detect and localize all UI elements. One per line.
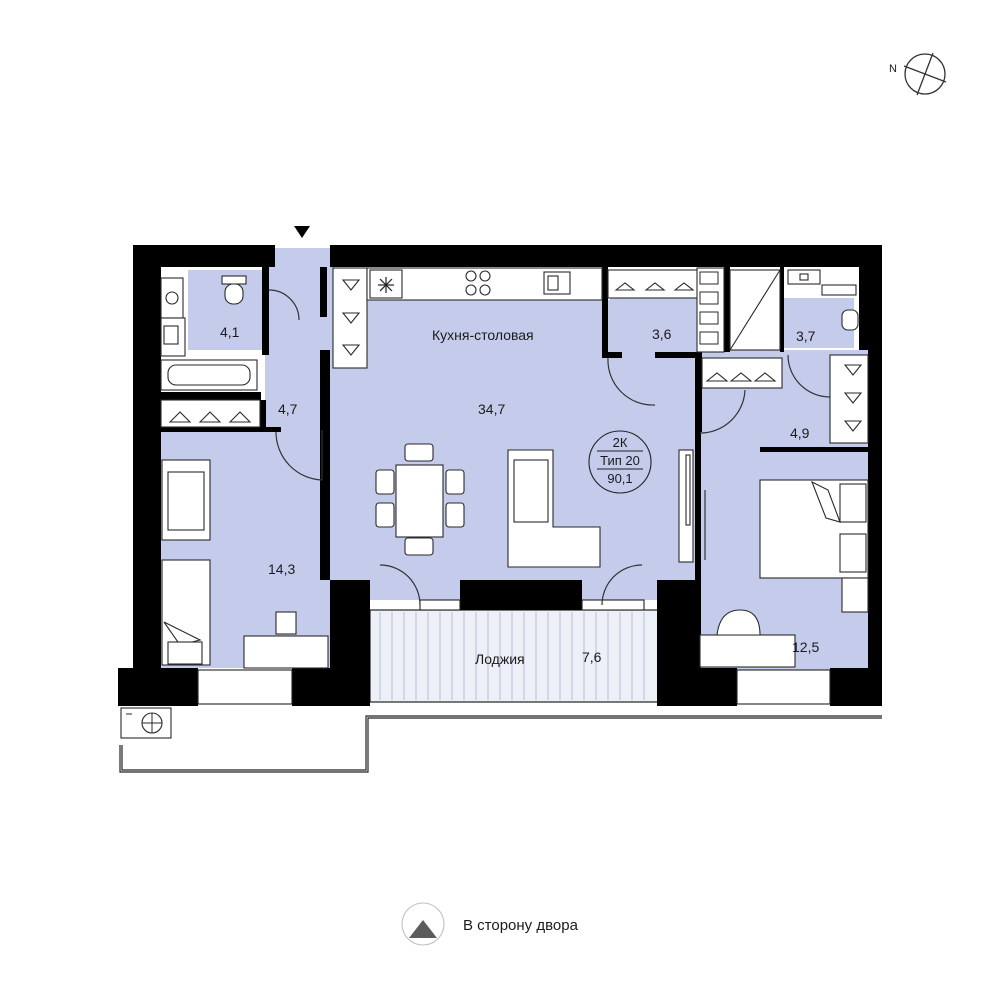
terrace-outline [119, 715, 882, 773]
apartment-badge: 2К Тип 20 90,1 [588, 430, 652, 494]
hall-area: 4,7 [278, 401, 298, 417]
shelves [699, 271, 719, 345]
air-conditioner-icon [120, 707, 172, 739]
north-label: N [889, 63, 897, 75]
dining-table [375, 443, 465, 556]
bedroom-right-area: 12,5 [792, 639, 819, 655]
bathroom-area: 4,1 [220, 324, 240, 340]
loggia [369, 609, 659, 703]
bedroom-left-furniture [161, 459, 329, 669]
loggia-area: 7,6 [582, 649, 602, 665]
apartment-rooms: 2К [613, 435, 628, 450]
apartment-type: Тип 20 [600, 453, 640, 468]
kitchen-counter [366, 267, 603, 301]
snowflake-icon [378, 277, 394, 293]
yard-direction-icon [401, 902, 445, 946]
bedroom-right-furniture [699, 479, 869, 668]
bathroom-fixtures [160, 269, 859, 391]
door-swings [268, 289, 831, 606]
kitchen-name: Кухня-столовая [432, 327, 534, 343]
loggia-name: Лоджия [475, 651, 525, 667]
corner-sofa [507, 449, 601, 568]
corridor-area: 4,9 [790, 425, 810, 441]
walls [118, 245, 882, 706]
storage-area: 3,6 [652, 326, 672, 342]
hanger-icon [168, 279, 863, 432]
entrance-arrow-icon [294, 226, 310, 238]
bedroom-left-area: 14,3 [268, 561, 295, 577]
yard-direction-label: В сторону двора [463, 917, 579, 934]
kitchen-area: 34,7 [478, 401, 505, 417]
wc-area: 3,7 [796, 328, 816, 344]
north-compass-icon: N [889, 52, 947, 96]
tv-unit [678, 449, 694, 563]
apartment-total-area: 90,1 [607, 471, 632, 486]
windows [197, 599, 831, 705]
